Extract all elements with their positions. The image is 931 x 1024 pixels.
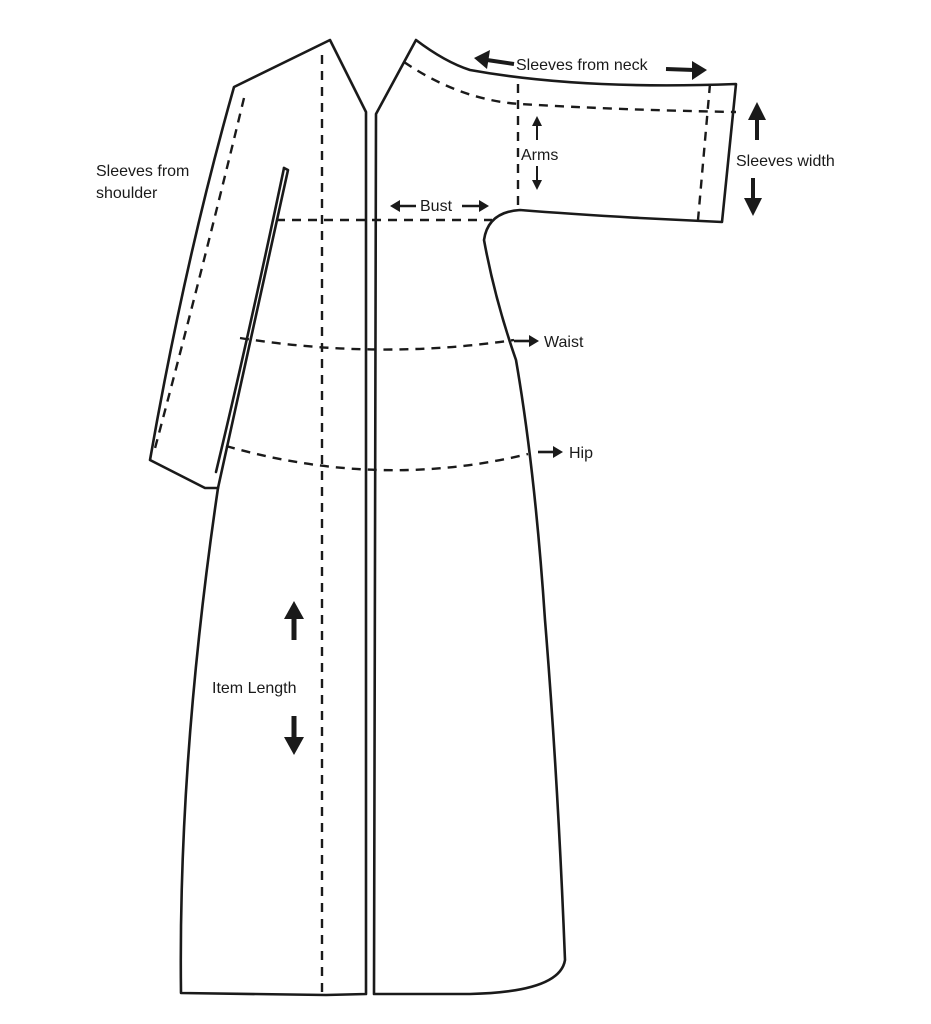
sleeves-from-neck-right-arrow bbox=[665, 61, 707, 80]
hip-guide bbox=[225, 444, 529, 472]
sleeves-from-neck-label: Sleeves from neck bbox=[516, 57, 649, 74]
left-panel-outline bbox=[148, 38, 368, 997]
sleeves-from-shoulder-label-line2: shoulder bbox=[96, 185, 158, 202]
sleeves-from-neck-left-arrow bbox=[474, 50, 515, 69]
sleeves-from-shoulder-label-line1: Sleeves from bbox=[96, 163, 189, 180]
bust-label: Bust bbox=[420, 198, 453, 215]
item-length-up-arrow bbox=[284, 601, 304, 640]
arms-down-arrow bbox=[532, 166, 542, 190]
item-length-down-arrow bbox=[284, 716, 304, 755]
bust-right-arrow bbox=[462, 200, 489, 212]
sleeve-hem-guide bbox=[696, 83, 712, 221]
sleeves-width-down-arrow bbox=[744, 178, 762, 216]
hip-label: Hip bbox=[569, 445, 593, 462]
right-panel-outline bbox=[372, 38, 738, 996]
waist-arrow bbox=[514, 335, 539, 347]
sleeve-from-neck-guide bbox=[403, 61, 737, 114]
waist-guide bbox=[239, 336, 515, 351]
sleeves-width-label: Sleeves width bbox=[736, 153, 835, 170]
hip-arrow bbox=[538, 446, 563, 458]
item-length-label: Item Length bbox=[212, 680, 297, 697]
left-sleeve-guide bbox=[152, 97, 246, 453]
bust-left-arrow bbox=[390, 200, 416, 212]
left-sleeve-inner-edge bbox=[216, 166, 290, 490]
arms-up-arrow bbox=[532, 116, 542, 140]
left-sleeve-fold-line bbox=[214, 166, 286, 474]
sleeves-width-up-arrow bbox=[748, 102, 766, 140]
arms-label: Arms bbox=[521, 147, 558, 164]
waist-label: Waist bbox=[544, 334, 584, 351]
